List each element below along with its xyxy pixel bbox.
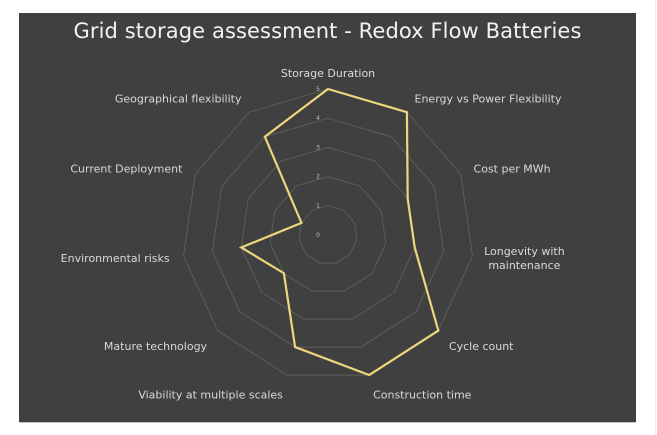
axis-label-9: Current Deployment bbox=[70, 163, 183, 176]
axis-label-10: Geographical flexibility bbox=[115, 92, 242, 105]
tick-label-1: 1 bbox=[316, 203, 320, 210]
grid-ring-3 bbox=[240, 146, 416, 320]
series-line-0 bbox=[238, 87, 440, 377]
axis-label-line: maintenance bbox=[488, 259, 560, 272]
axis-label-7: Mature technology bbox=[104, 340, 208, 353]
grid-ring-4 bbox=[211, 117, 445, 348]
axis-label-6: Viability at multiple scales bbox=[138, 389, 283, 402]
grid-ring-2 bbox=[269, 176, 387, 292]
axis-label-2: Cost per MWh bbox=[474, 163, 551, 176]
tick-label-4: 4 bbox=[316, 115, 320, 122]
tick-label-3: 3 bbox=[316, 144, 320, 151]
page-edge-rule bbox=[655, 0, 656, 435]
axis-label-0: Storage Duration bbox=[281, 67, 375, 80]
tick-label-0: 0 bbox=[316, 232, 320, 239]
axis-label-line: Longevity with bbox=[484, 245, 565, 258]
axis-label-1: Energy vs Power Flexibility bbox=[415, 92, 562, 105]
chart-panel: Grid storage assessment - Redox Flow Bat… bbox=[19, 13, 636, 422]
tick-label-2: 2 bbox=[316, 174, 320, 181]
chart-title: Grid storage assessment - Redox Flow Bat… bbox=[73, 19, 582, 43]
axis-label-5: Construction time bbox=[373, 389, 472, 402]
axis-label-4: Cycle count bbox=[449, 340, 514, 353]
grid-ring-1 bbox=[298, 205, 358, 264]
grid-ring-5 bbox=[182, 88, 474, 376]
axis-label-8: Environmental risks bbox=[61, 252, 170, 265]
tick-label-5: 5 bbox=[316, 86, 320, 93]
